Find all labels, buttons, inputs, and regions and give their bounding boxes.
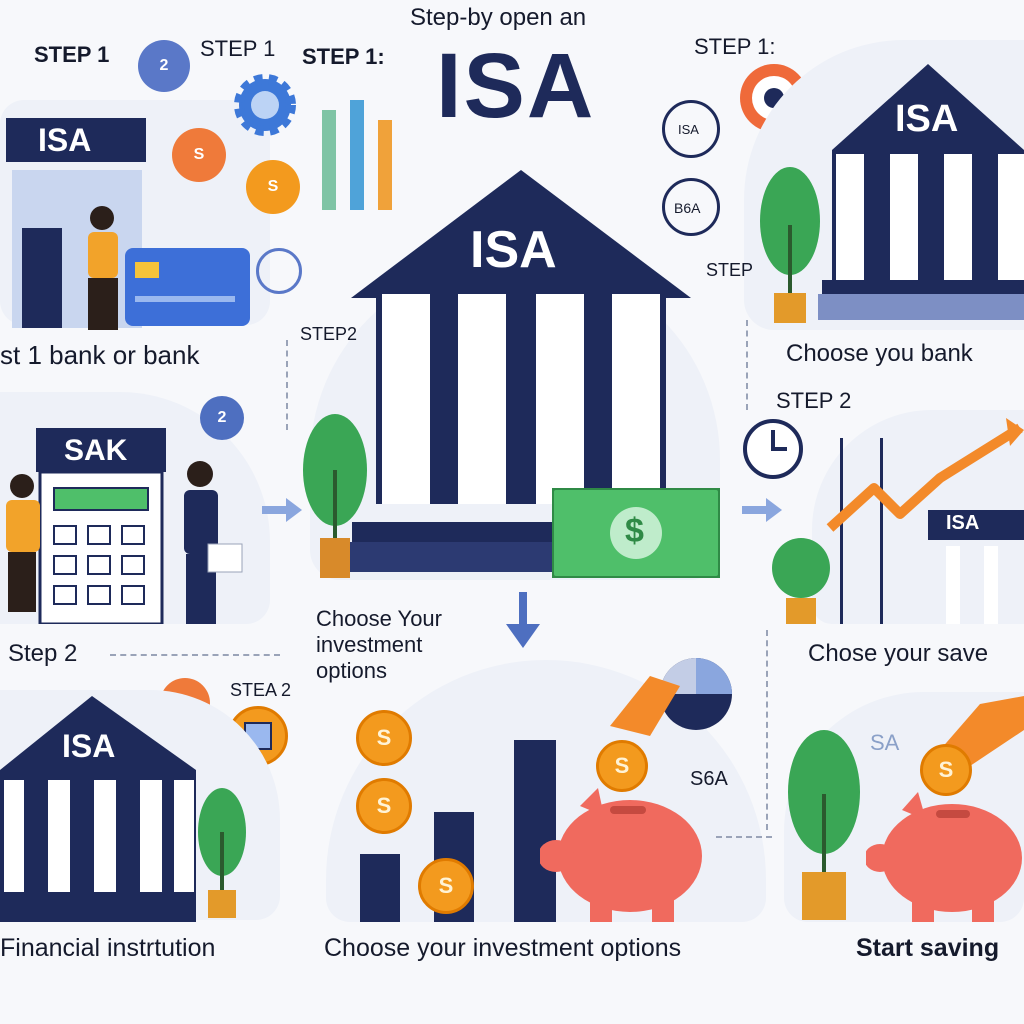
person-figure-right xyxy=(170,458,250,624)
step-label-tl: STEP 1 xyxy=(34,42,110,67)
sign-isa-bl: ISA xyxy=(62,728,116,764)
page-title: ISA xyxy=(436,35,596,137)
hand-coin-icon xyxy=(590,666,690,776)
number-badge-icon: 2 xyxy=(200,396,244,440)
caption-center-mid: Choose Your investment options xyxy=(316,606,442,683)
sign-sak: SAK xyxy=(64,434,128,467)
coin-icon-5: S xyxy=(920,744,972,796)
coin-icon-2: S xyxy=(356,778,412,834)
seal-b6a-text: B6A xyxy=(674,200,701,216)
coin-icon-1: S xyxy=(356,710,412,766)
seal-isa-text: ISA xyxy=(678,122,699,137)
location-pin-icon-2: S xyxy=(246,160,300,214)
caption-bottom-center: Choose your investment options xyxy=(324,934,682,962)
sign-isa-tr: ISA xyxy=(895,98,959,140)
seal-b6a-icon xyxy=(662,178,720,236)
bar-chart-icon xyxy=(318,80,402,210)
location-pin-icon: S xyxy=(172,128,226,182)
number-pin-icon: 2 xyxy=(138,40,190,92)
arrow-right-icon xyxy=(742,498,782,522)
person-figure-left xyxy=(0,470,60,620)
arrow-down-icon xyxy=(506,592,540,648)
sign-sa-br: SA xyxy=(870,730,900,755)
sign-isa-center: ISA xyxy=(470,221,557,279)
bank-building-bl xyxy=(0,696,196,926)
step-label-small: STEP xyxy=(706,260,754,280)
credit-card-icon xyxy=(125,248,250,326)
step-label-bottom: STEA 2 xyxy=(230,680,292,700)
step-label-right2: STEP 2 xyxy=(776,388,852,413)
calculator-icon xyxy=(36,428,166,626)
step-label-tr: STEP 1: xyxy=(694,34,776,59)
bank-building-tl xyxy=(6,118,146,328)
step-label-top: STEP 1: xyxy=(302,44,385,69)
banknote-icon xyxy=(550,486,722,580)
person-figure xyxy=(70,200,140,330)
sign-isa-mr: ISA xyxy=(946,512,980,534)
piggy-bank-icon xyxy=(538,786,710,922)
banknote-symbol: $ xyxy=(625,512,644,550)
plant-icon xyxy=(770,536,832,626)
step-label-left2: Step 2 xyxy=(8,640,78,667)
arrow-right-icon-left xyxy=(262,498,302,522)
tree-icon-bl xyxy=(196,786,248,920)
caption-bottom-right: Start saving xyxy=(856,934,1000,962)
caption-left-top: st 1 bank or bank xyxy=(0,340,200,370)
divider-dash-right-mid xyxy=(766,630,768,830)
growth-chart-icon xyxy=(820,418,1024,624)
coin-icon-4: S xyxy=(596,740,648,792)
bank-building-tr xyxy=(818,64,1024,324)
pie-chart-icon xyxy=(658,656,734,732)
step-label-tl-b: STEP 1 xyxy=(200,36,276,61)
gear-icon xyxy=(230,70,300,140)
tree-icon xyxy=(300,410,370,580)
caption-right-top: Choose you bank xyxy=(786,340,973,367)
divider-dash xyxy=(286,340,288,430)
piggy-bank-icon-br xyxy=(864,790,1024,922)
label-s6a: S6A xyxy=(690,768,728,790)
sign-isa-tl: ISA xyxy=(38,122,92,158)
globe-icon xyxy=(256,248,302,294)
divider-dash-left2 xyxy=(110,654,280,656)
header-subtitle: Step-by open an xyxy=(410,4,587,31)
caption-bottom-left: Financial instrtution xyxy=(0,934,216,962)
step-label-center: STEP2 xyxy=(300,324,358,344)
tree-icon-br xyxy=(786,728,862,922)
divider-dash-right xyxy=(746,320,748,410)
coin-icon-3: S xyxy=(418,858,474,914)
seal-isa-icon xyxy=(662,100,720,158)
caption-right-mid: Chose your save xyxy=(808,640,989,667)
clock-icon xyxy=(742,418,804,480)
divider-dash-bottom xyxy=(716,836,772,838)
tree-icon-tr xyxy=(758,165,822,325)
